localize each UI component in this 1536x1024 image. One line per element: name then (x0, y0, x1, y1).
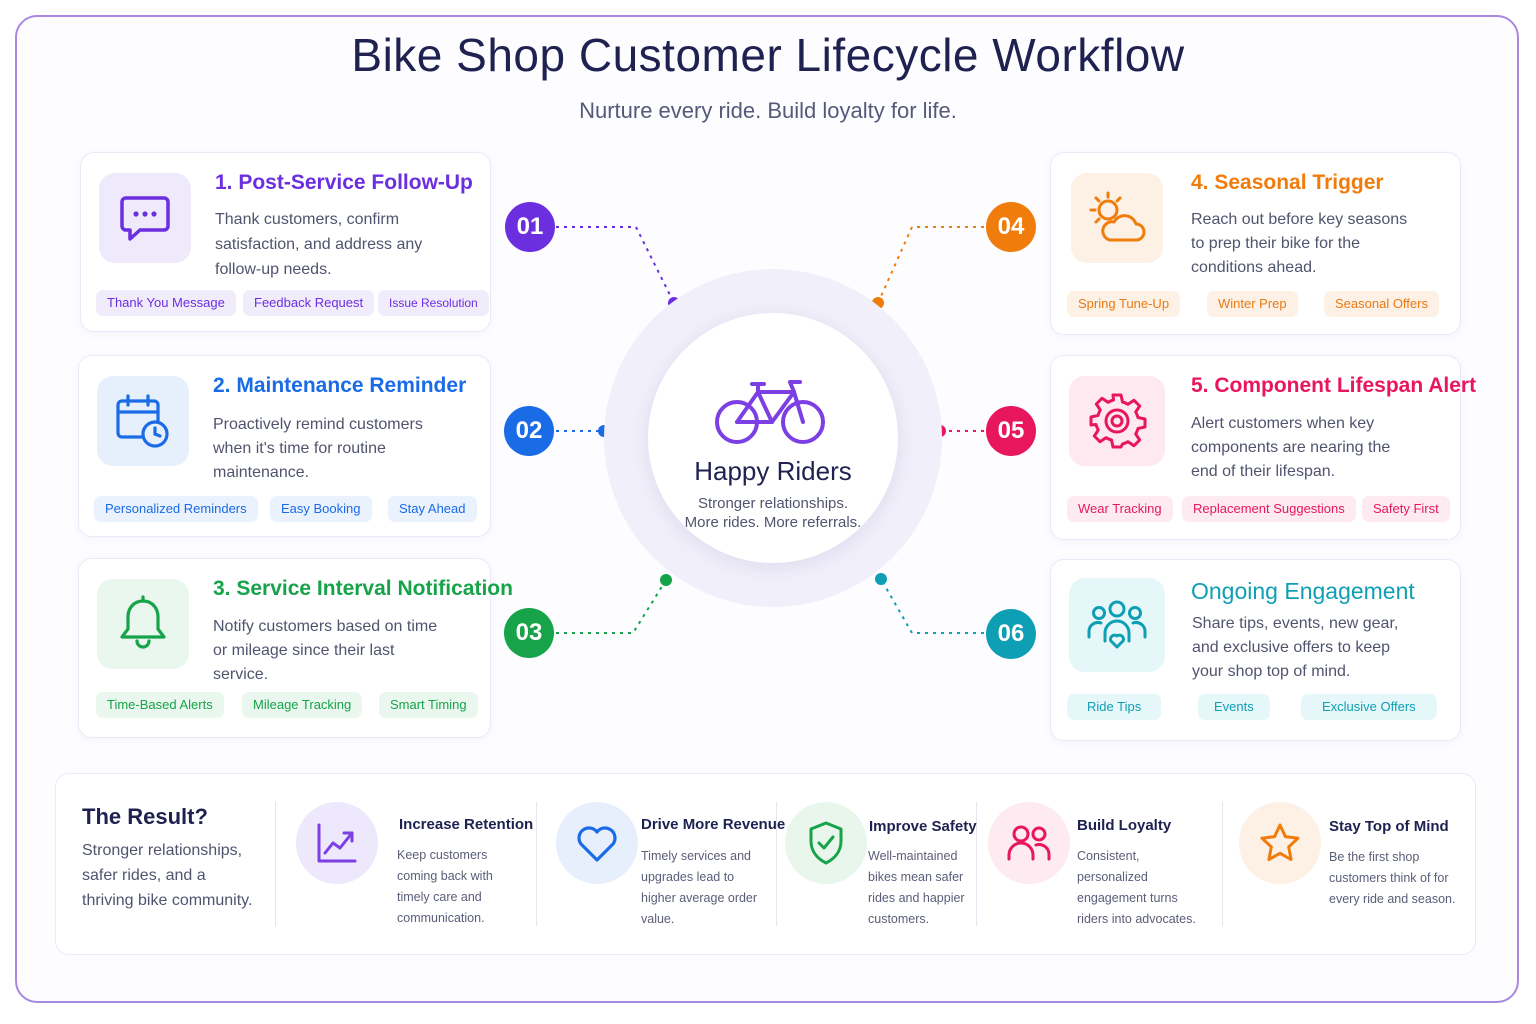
step-tag: Mileage Tracking (242, 692, 363, 718)
heart-icon (556, 802, 638, 884)
step-tag: Stay Ahead (388, 496, 477, 522)
step-number-06: 06 (986, 609, 1036, 659)
community-heart-icon (1069, 578, 1165, 672)
step-tag: Seasonal Offers (1324, 291, 1439, 317)
step-card-post-service: 1. Post-Service Follow-Up Thank customer… (80, 152, 491, 332)
hub-title: Happy Riders (694, 456, 852, 486)
gear-icon (1069, 376, 1165, 466)
divider (1222, 802, 1223, 926)
step-description: Proactively remind customers when it's t… (213, 416, 423, 481)
step-tag: Issue Resolution (378, 290, 489, 316)
benefit-description: Be the first shop customers think of for… (1329, 850, 1456, 906)
step-card-component-lifespan: 5. Component Lifespan Alert Alert custom… (1050, 355, 1476, 540)
hub-line-1: Stronger relationships. (697, 495, 849, 512)
bicycle-icon (715, 380, 825, 444)
step-title: 5. Component Lifespan Alert (1191, 374, 1477, 397)
step-card-service-interval: 3. Service Interval Notification Notify … (78, 558, 513, 738)
sun-cloud-icon (1071, 173, 1163, 263)
benefit-title: Increase Retention (399, 816, 534, 833)
step-tag: Spring Tune-Up (1067, 291, 1181, 317)
step-tag: Safety First (1362, 496, 1450, 522)
step-description: Share tips, events, new gear, and exclus… (1192, 615, 1399, 680)
step-description: Thank customers, confirm satisfaction, a… (215, 211, 423, 278)
page-subtitle: Nurture every ride. Build loyalty for li… (579, 98, 957, 123)
step-description: Alert customers when key components are … (1191, 415, 1391, 480)
calendar-clock-icon (97, 376, 189, 466)
step-number-02: 02 (504, 406, 554, 456)
hub-subtitle: Stronger relationships. More rides. More… (648, 494, 898, 532)
bell-icon (97, 579, 189, 669)
benefit-description: Well-maintained bikes mean safer rides a… (868, 849, 965, 926)
step-tag: Personalized Reminders (94, 496, 258, 522)
benefit-title: Improve Safety (869, 818, 977, 835)
step-tag: Winter Prep (1207, 291, 1298, 317)
step-card-ongoing-engagement: Ongoing Engagement Share tips, events, n… (1050, 559, 1461, 741)
step-tag: Events (1198, 694, 1270, 720)
step-title: 2. Maintenance Reminder (213, 374, 467, 397)
divider (536, 802, 537, 926)
chat-bubble-icon (99, 173, 191, 263)
step-number-01: 01 (505, 202, 555, 252)
benefit-title: Drive More Revenue (641, 816, 786, 833)
step-tag: Ride Tips (1067, 694, 1162, 720)
page-title: Bike Shop Customer Lifecycle Workflow (351, 29, 1185, 81)
hub-circle (648, 313, 898, 563)
users-icon (988, 802, 1070, 884)
benefit-description: Consistent, personalized engagement turn… (1077, 849, 1196, 926)
hub-line-2: More rides. More referrals. (684, 514, 862, 531)
step-tag: Replacement Suggestions (1182, 496, 1356, 522)
step-title: 1. Post-Service Follow-Up (215, 171, 473, 194)
trend-up-icon (296, 802, 378, 884)
step-tag: Easy Booking (270, 496, 372, 522)
step-tag: Feedback Request (243, 290, 375, 316)
benefit-description: Timely services and upgrades lead to hig… (641, 849, 758, 926)
step-tag: Time-Based Alerts (96, 692, 224, 718)
result-summary: Stronger relationships, safer rides, and… (82, 842, 253, 909)
benefit-description: Keep customers coming back with timely c… (397, 848, 493, 925)
step-title: 4. Seasonal Trigger (1191, 171, 1384, 194)
result-heading: The Result? (82, 804, 208, 829)
divider (776, 802, 777, 926)
shield-check-icon (785, 802, 867, 884)
step-number-03: 03 (504, 608, 554, 658)
benefit-title: Stay Top of Mind (1329, 818, 1449, 835)
step-tag: Exclusive Offers (1301, 694, 1437, 720)
star-icon (1239, 802, 1321, 884)
result-panel (55, 773, 1476, 955)
step-card-seasonal-trigger: 4. Seasonal Trigger Reach out before key… (1050, 152, 1461, 335)
divider (275, 802, 276, 926)
benefit-title: Build Loyalty (1077, 817, 1172, 834)
step-description: Notify customers based on time or mileag… (213, 618, 438, 683)
step-title: 3. Service Interval Notification (213, 577, 513, 600)
divider (976, 802, 977, 926)
step-number-04: 04 (986, 202, 1036, 252)
step-card-maintenance-reminder: 2. Maintenance Reminder Proactively remi… (78, 355, 491, 537)
step-title: Ongoing Engagement (1191, 578, 1415, 604)
step-tag: Smart Timing (379, 692, 478, 718)
step-tag: Wear Tracking (1067, 496, 1173, 522)
step-description: Reach out before key seasons to prep the… (1191, 211, 1408, 276)
step-number-05: 05 (986, 406, 1036, 456)
step-tag: Thank You Message (96, 290, 236, 316)
